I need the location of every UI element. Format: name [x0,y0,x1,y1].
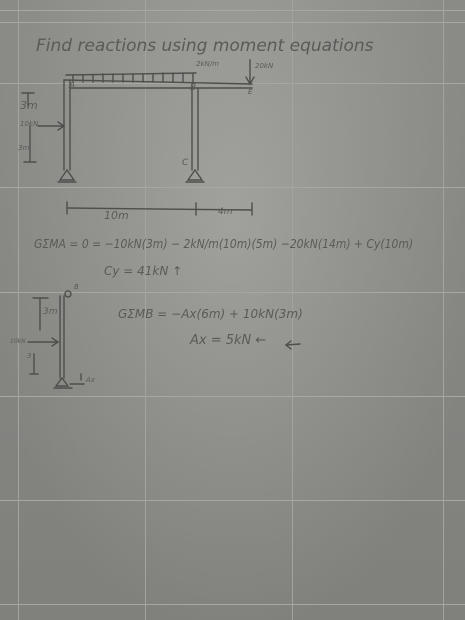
grid-line [0,604,465,605]
dimension-label: 3m [20,99,38,112]
fbd-dimension: 3m [43,307,58,317]
grid-line [0,22,465,23]
distributed-load-label: 2kN/m [196,60,219,68]
left-load-label: 10kN [20,120,39,128]
grid-line [0,187,465,188]
point-load-label: 20kN [255,62,274,70]
cy-result: Cy = 41kN ↑ [104,264,183,278]
span-label-10m: 10m [104,209,129,222]
dimension-label: 3m [18,144,30,152]
grid-line [0,396,465,397]
span-label-4m: 4m [218,207,233,217]
node-label-b: B [190,83,197,93]
grid-line [145,0,146,620]
grid-line [0,292,465,293]
fbd-load-label: 10kN [10,338,26,345]
page-title: Find reactions using moment equations [36,36,374,56]
fbd-ax-label: Ax [86,376,95,384]
node-label-a: A [69,81,76,91]
grid-line [0,500,465,501]
ax-result: Ax = 5kN ← [190,333,267,348]
moment-equation-a: GΣMA = 0 = −10kN(3m) − 2kN/m(10m)(5m) −2… [34,237,414,251]
grid-line [443,0,444,620]
grid-line [292,0,293,620]
grid-line [18,0,19,620]
fbd-dimension: 3 [27,352,32,360]
end-point-label: E [248,88,253,96]
moment-equation-b: GΣMB = −Ax(6m) + 10kN(3m) [118,307,303,321]
fbd-node-b: B [74,283,79,291]
node-label-c: C [182,158,189,168]
grid-line [0,10,465,11]
